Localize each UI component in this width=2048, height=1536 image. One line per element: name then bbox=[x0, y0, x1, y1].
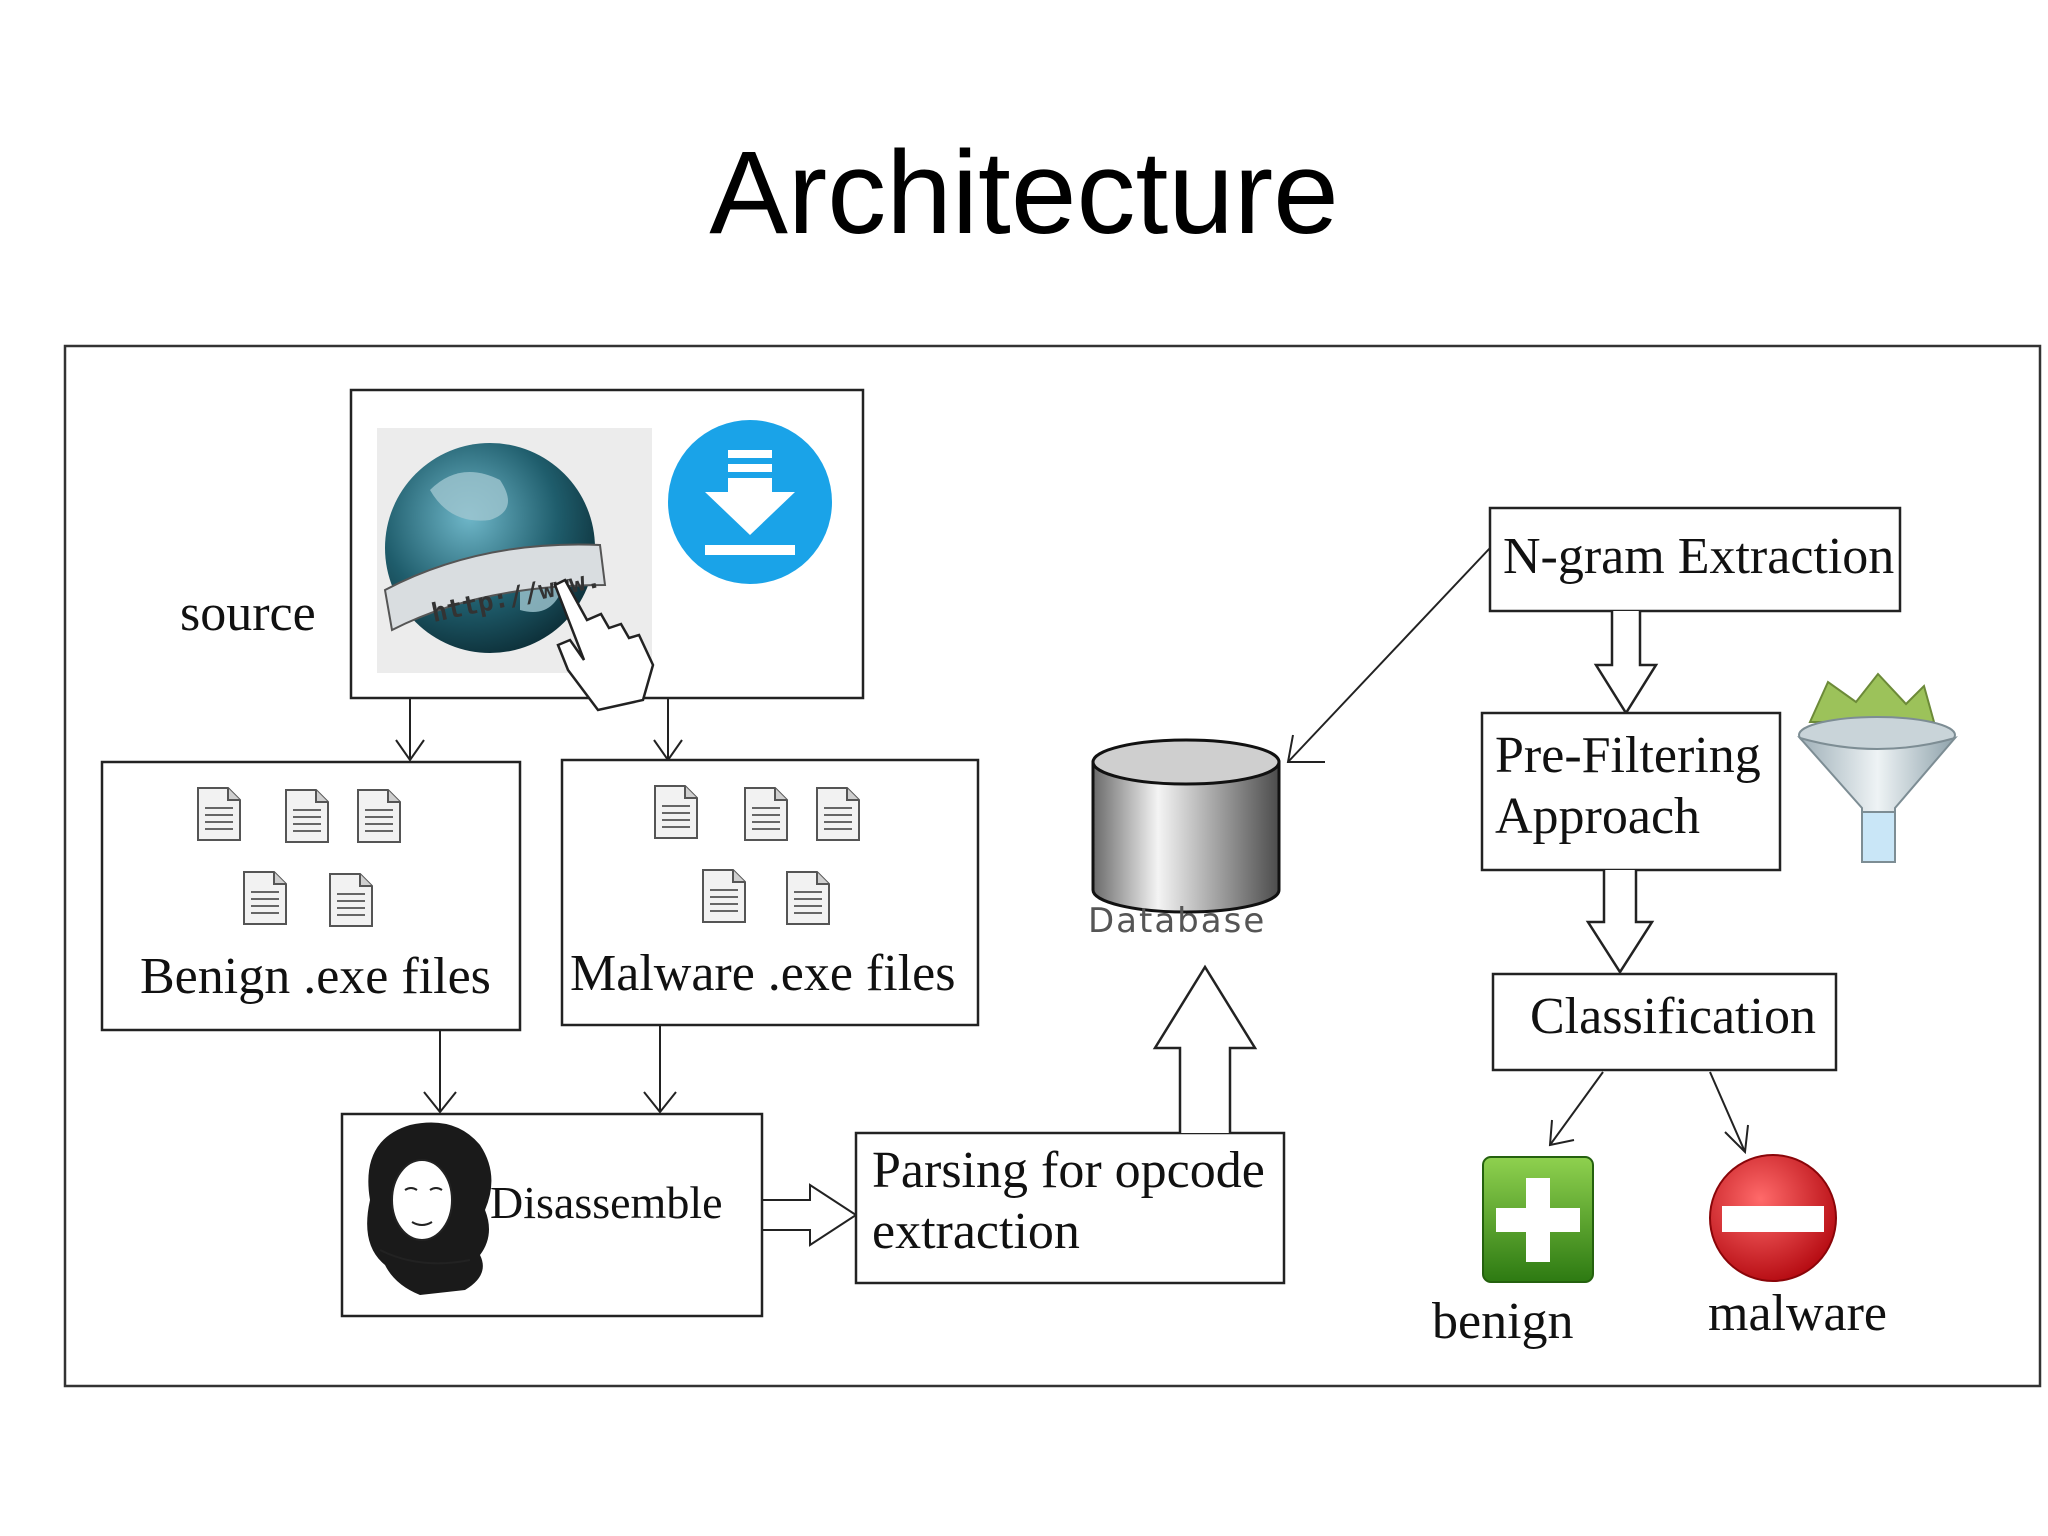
source-label: source bbox=[180, 585, 316, 642]
globe-http-icon: http://www. bbox=[377, 428, 655, 712]
malware-result-label: malware bbox=[1708, 1285, 1887, 1342]
classification-label: Classification bbox=[1530, 988, 1816, 1045]
classification-box bbox=[1491, 972, 1838, 1072]
ngram-extraction-box bbox=[1488, 506, 1902, 613]
portrait-icon bbox=[367, 1122, 492, 1295]
prefiltering-label-line1: Pre-Filtering bbox=[1495, 727, 1761, 784]
parsing-label-line2: extraction bbox=[872, 1203, 1080, 1260]
funnel-icon bbox=[1796, 672, 1958, 863]
document-icon bbox=[197, 787, 241, 841]
benign-files-label: Benign .exe files bbox=[140, 948, 491, 1005]
document-icon bbox=[786, 871, 830, 925]
document-icon bbox=[285, 789, 329, 843]
document-icon bbox=[357, 789, 401, 843]
document-icon bbox=[702, 869, 746, 923]
disassemble-label: Disassemble bbox=[490, 1177, 723, 1228]
arrow-prefilter-to-classification bbox=[1585, 870, 1655, 975]
database-cylinder-icon bbox=[1091, 738, 1281, 914]
benign-result-label: benign bbox=[1432, 1293, 1574, 1350]
prefiltering-label-line2: Approach bbox=[1495, 788, 1700, 845]
parsing-label-line1: Parsing for opcode bbox=[872, 1142, 1265, 1199]
parsing-box bbox=[854, 1131, 1286, 1285]
slide-title: Architecture bbox=[709, 127, 1339, 259]
document-icon bbox=[816, 787, 860, 841]
malware-files-label: Malware .exe files bbox=[570, 945, 955, 1002]
arrow-parsing-to-database bbox=[1152, 964, 1258, 1133]
document-icon bbox=[654, 785, 698, 839]
document-icon bbox=[329, 873, 373, 927]
prefiltering-box bbox=[1480, 711, 1782, 872]
red-minus-icon bbox=[1709, 1154, 1837, 1282]
green-plus-icon bbox=[1482, 1156, 1594, 1283]
document-icon bbox=[243, 871, 287, 925]
ngram-extraction-label: N-gram Extraction bbox=[1503, 528, 1894, 585]
document-icon bbox=[744, 787, 788, 841]
download-icon bbox=[668, 420, 832, 584]
database-label: Database bbox=[1088, 901, 1266, 941]
